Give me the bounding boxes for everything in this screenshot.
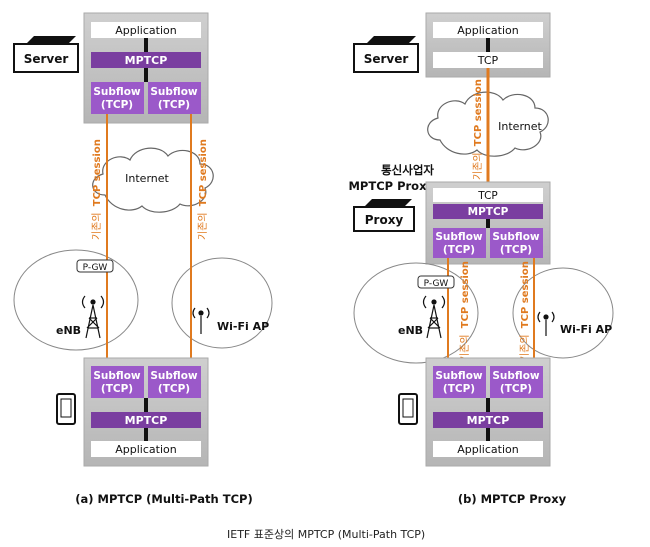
- wifi-coverage-left: [171, 257, 273, 349]
- proxy-subflow1-line2: (TCP): [443, 244, 475, 256]
- client-subflow1-line1-right: Subflow: [435, 370, 483, 382]
- proxy-title-line2: MPTCP Proxy: [348, 179, 434, 193]
- server-app-left: Application: [115, 24, 176, 37]
- proxy-stack: TCP MPTCP Subflow (TCP) Subflow (TCP): [425, 181, 551, 265]
- cell-tower-icon-left: [81, 295, 105, 339]
- phone-icon-right: [398, 393, 418, 425]
- caption-left: (a) MPTCP (Multi-Path TCP): [75, 492, 253, 506]
- internet-label-right: Internet: [498, 120, 542, 133]
- server-stack-left: Application MPTCP Subflow (TCP) Subflow …: [83, 12, 209, 124]
- proxy-icon: Proxy: [353, 199, 415, 232]
- wifi-ap-icon-left: [192, 307, 210, 334]
- tcp-session-label-right: 기존의 TCP session: [472, 79, 484, 180]
- server-icon-right: Server: [353, 36, 419, 73]
- client-subflow1-line2-right: (TCP): [443, 383, 475, 395]
- internet-cloud-left: Internet: [92, 147, 214, 213]
- server-subflow2-line1-left: Subflow: [150, 86, 198, 98]
- pgw-label-right: P-GW: [424, 279, 449, 289]
- server-subflow1-line2-left: (TCP): [101, 99, 133, 111]
- enb-label-left: eNB: [56, 324, 81, 337]
- wifi-label-left: Wi-Fi AP: [217, 320, 269, 333]
- proxy-mptcp: MPTCP: [468, 206, 509, 218]
- internet-label-left: Internet: [125, 172, 169, 185]
- session-label-2-right: 기존의 TCP session: [519, 261, 531, 362]
- proxy-title-line1: 통신사업자: [381, 163, 434, 177]
- svg-text:기존의 TCP session: 기존의 TCP session: [197, 139, 209, 240]
- server-app-right: Application: [457, 24, 518, 37]
- session-label-2-left: 기존의 TCP session: [197, 139, 209, 240]
- enb-label-right: eNB: [398, 324, 423, 337]
- proxy-subflow2-line2: (TCP): [500, 244, 532, 256]
- client-subflow1-line1-left: Subflow: [93, 370, 141, 382]
- client-app-right: Application: [457, 443, 518, 456]
- svg-text:기존의 TCP session: 기존의 TCP session: [472, 79, 484, 180]
- wifi-ap-icon-right: [537, 311, 555, 336]
- client-stack-right: Subflow (TCP) Subflow (TCP) MPTCP Applic…: [425, 357, 551, 467]
- figure-note: IETF 표준상의 MPTCP (Multi-Path TCP): [227, 528, 426, 541]
- wifi-label-right: Wi-Fi AP: [560, 323, 612, 336]
- client-subflow2-line1-right: Subflow: [492, 370, 540, 382]
- proxy-tcp: TCP: [477, 190, 497, 202]
- session-label-1-left: 기존의 TCP session: [91, 139, 103, 240]
- client-app-left: Application: [115, 443, 176, 456]
- client-subflow2-line1-left: Subflow: [150, 370, 198, 382]
- cell-tower-icon-right: [422, 295, 446, 339]
- wifi-coverage-right: [512, 267, 614, 359]
- server-mptcp-left: MPTCP: [125, 54, 168, 67]
- client-subflow1-line2-left: (TCP): [101, 383, 133, 395]
- server-icon-left: Server: [13, 36, 79, 73]
- client-mptcp-left: MPTCP: [125, 414, 168, 427]
- client-subflow2-line2-right: (TCP): [500, 383, 532, 395]
- client-subflow2-line2-left: (TCP): [158, 383, 190, 395]
- server-subflow2-line2-left: (TCP): [158, 99, 190, 111]
- proxy-subflow1-line1: Subflow: [435, 231, 483, 243]
- caption-right: (b) MPTCP Proxy: [457, 492, 567, 506]
- pgw-box-right: P-GW: [417, 275, 455, 289]
- proxy-label: Proxy: [365, 213, 404, 227]
- pgw-box-left: P-GW: [76, 259, 114, 273]
- svg-text:기존의 TCP session: 기존의 TCP session: [459, 261, 471, 362]
- server-tcp-right: TCP: [477, 54, 499, 67]
- server-label-right: Server: [364, 52, 409, 66]
- server-subflow1-line1-left: Subflow: [93, 86, 141, 98]
- client-mptcp-right: MPTCP: [467, 414, 510, 427]
- phone-icon-left: [56, 393, 76, 425]
- svg-text:기존의 TCP session: 기존의 TCP session: [91, 139, 103, 240]
- cellular-coverage-right: [353, 262, 479, 364]
- pgw-label-left: P-GW: [83, 263, 108, 273]
- server-label-left: Server: [24, 52, 69, 66]
- server-stack-right: Application TCP: [425, 12, 551, 78]
- cellular-coverage-left: [13, 249, 139, 351]
- proxy-subflow2-line1: Subflow: [492, 231, 540, 243]
- client-stack-left: Subflow (TCP) Subflow (TCP) MPTCP Applic…: [83, 357, 209, 467]
- svg-text:기존의 TCP session: 기존의 TCP session: [519, 261, 531, 362]
- session-label-1-right: 기존의 TCP session: [459, 261, 471, 362]
